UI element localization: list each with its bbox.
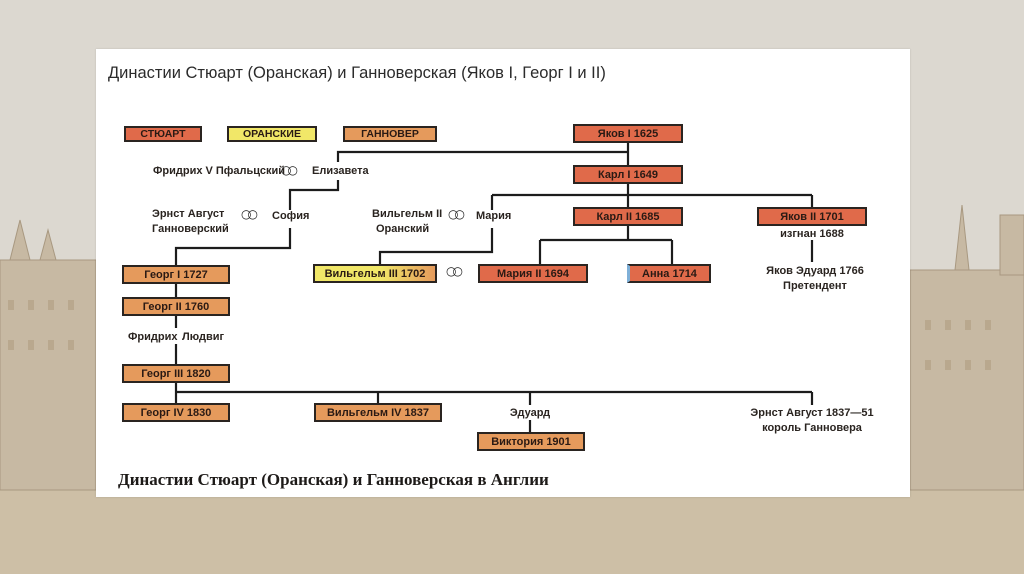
person-charles-ii: Карл II 1685 — [573, 207, 683, 226]
legend-orange-label: ОРАНСКИЕ — [243, 128, 301, 140]
marriage-rings-icon: ○○ — [446, 264, 463, 278]
person-george-iv-label: Георг IV 1830 — [140, 406, 212, 419]
person-ernst-august-line1: Эрнст Август — [152, 208, 225, 220]
james-ii-exile-note: изгнан 1688 — [780, 228, 844, 240]
person-charles-ii-label: Карл II 1685 — [596, 210, 660, 223]
marriage-rings-icon: ○○ — [281, 163, 298, 177]
person-james-i-label: Яков I 1625 — [597, 127, 659, 140]
marriage-rings-icon: ○○ — [241, 207, 258, 221]
person-james-edward-line1: Яков Эдуард 1766 — [766, 265, 864, 277]
person-james-edward-line2: Претендент — [783, 280, 847, 292]
person-george-i-label: Георг I 1727 — [144, 268, 208, 281]
person-elizabeth: Елизавета — [312, 165, 369, 177]
person-ernst-august-line2: Ганноверский — [152, 223, 229, 235]
person-william-iii: Вильгельм III 1702 — [313, 264, 437, 283]
person-anne: Анна 1714 — [627, 264, 711, 283]
person-george-ii-label: Георг II 1760 — [142, 300, 210, 313]
person-friedrich-v: Фридрих V Пфальцский — [153, 165, 286, 177]
person-edward: Эдуард — [509, 407, 551, 419]
person-george-iii-label: Георг III 1820 — [141, 367, 211, 380]
legend-stuart-label: СТЮАРТ — [140, 128, 186, 140]
figure-caption: Династии Стюарт (Оранская) и Ганноверска… — [118, 470, 549, 489]
legend-hanover-label: ГАННОВЕР — [361, 128, 419, 140]
slide-title: Династии Стюарт (Оранская) и Ганноверска… — [108, 64, 606, 82]
person-mary: Мария — [476, 210, 512, 222]
person-william-iv: Вильгельм IV 1837 — [314, 403, 442, 422]
person-james-i: Яков I 1625 — [573, 124, 683, 143]
legend-hanover: ГАННОВЕР — [343, 126, 437, 142]
person-george-ii: Георг II 1760 — [122, 297, 230, 316]
marriage-rings-icon: ○○ — [448, 207, 465, 221]
person-anne-label: Анна 1714 — [642, 267, 697, 280]
person-victoria-label: Виктория 1901 — [491, 435, 571, 448]
person-james-ii: Яков II 1701 — [757, 207, 867, 226]
person-charles-i-label: Карл I 1649 — [597, 168, 659, 181]
person-james-ii-label: Яков II 1701 — [780, 210, 844, 223]
person-frederick: Фридрих — [128, 331, 178, 343]
person-charles-i: Карл I 1649 — [573, 165, 683, 184]
person-george-iv: Георг IV 1830 — [122, 403, 230, 422]
person-sophia: София — [272, 210, 310, 222]
person-george-i: Георг I 1727 — [122, 265, 230, 284]
person-william-iv-label: Вильгельм IV 1837 — [326, 406, 430, 419]
person-george-iii: Георг III 1820 — [122, 364, 230, 383]
legend-stuart: СТЮАРТ — [124, 126, 202, 142]
person-mary-ii: Мария II 1694 — [478, 264, 588, 283]
person-ludwig: Людвиг — [182, 331, 225, 343]
person-william-ii-line2: Оранский — [376, 223, 430, 235]
person-william-ii-line1: Вильгельм II — [372, 208, 443, 220]
person-victoria: Виктория 1901 — [477, 432, 585, 451]
person-ernst-august-ii-line2: король Ганновера — [762, 422, 862, 434]
person-mary-ii-label: Мария II 1694 — [496, 267, 569, 280]
legend-orange: ОРАНСКИЕ — [227, 126, 317, 142]
person-william-iii-label: Вильгельм III 1702 — [324, 267, 426, 280]
person-ernst-august-ii-line1: Эрнст Август 1837—51 — [750, 407, 874, 419]
